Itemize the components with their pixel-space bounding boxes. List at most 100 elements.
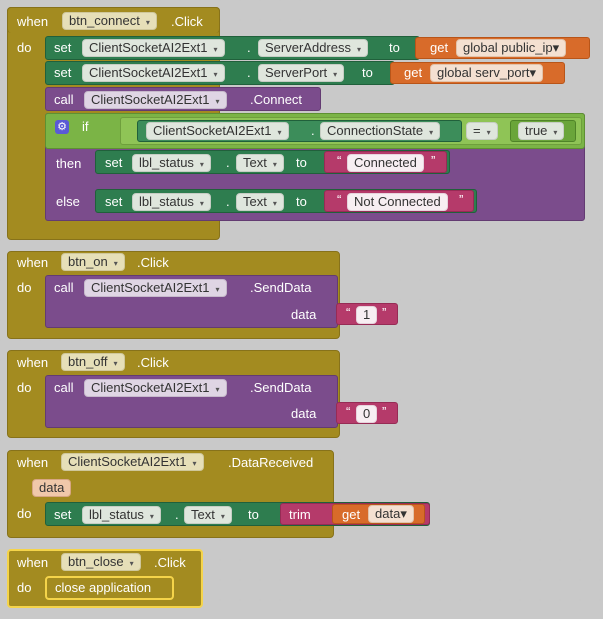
when-keyword: when bbox=[17, 14, 49, 29]
set-keyword: set bbox=[54, 65, 72, 80]
component-dropdown[interactable]: btn_on▾ bbox=[61, 253, 125, 271]
socket-dropdown[interactable]: ClientSocketAI2Ext1▾ bbox=[146, 122, 289, 140]
quote-close: ” bbox=[382, 404, 387, 419]
set-keyword: set bbox=[54, 507, 72, 522]
dot-separator: . bbox=[226, 155, 230, 170]
text-value[interactable]: 0 bbox=[356, 405, 378, 423]
component-dropdown[interactable]: btn_connect▾ bbox=[62, 12, 157, 30]
property-dropdown[interactable]: ConnectionState▾ bbox=[320, 122, 441, 140]
to-keyword: to bbox=[296, 194, 307, 209]
chevron-down-icon: ▾ bbox=[199, 160, 204, 169]
data-arg-label: data bbox=[291, 406, 317, 421]
chevron-down-icon: ▾ bbox=[215, 285, 220, 294]
dot-separator: . bbox=[175, 507, 179, 522]
quote-close: ” bbox=[459, 192, 464, 207]
dot-separator: . bbox=[226, 194, 230, 209]
socket-dropdown[interactable]: ClientSocketAI2Ext1▾ bbox=[82, 39, 225, 57]
chevron-down-icon: ▾ bbox=[215, 385, 220, 394]
label-dropdown[interactable]: lbl_status▾ bbox=[82, 506, 161, 524]
chevron-down-icon: ▾ bbox=[529, 65, 537, 80]
event-name: .Click bbox=[137, 255, 169, 270]
event-name: .DataReceived bbox=[228, 455, 314, 470]
data-arg-label: data bbox=[291, 307, 317, 322]
component-dropdown[interactable]: btn_close▾ bbox=[61, 553, 141, 571]
if-keyword: if bbox=[82, 119, 89, 134]
dot-separator: . bbox=[247, 65, 251, 80]
chevron-down-icon: ▾ bbox=[333, 70, 338, 79]
text-value[interactable]: 1 bbox=[356, 306, 378, 324]
component-dropdown[interactable]: btn_off▾ bbox=[61, 353, 125, 371]
to-keyword: to bbox=[296, 155, 307, 170]
else-keyword: else bbox=[56, 194, 80, 209]
to-keyword: to bbox=[248, 507, 259, 522]
chevron-down-icon: ▾ bbox=[213, 45, 218, 54]
chevron-down-icon: ▾ bbox=[215, 97, 220, 106]
label-dropdown[interactable]: lbl_status▾ bbox=[132, 154, 211, 172]
get-keyword: get bbox=[430, 40, 449, 55]
set-keyword: set bbox=[105, 155, 123, 170]
chevron-down-icon: ▾ bbox=[552, 40, 560, 55]
socket-dropdown[interactable]: ClientSocketAI2Ext1▾ bbox=[84, 379, 227, 397]
text-value[interactable]: Connected bbox=[347, 154, 424, 172]
chevron-down-icon: ▾ bbox=[213, 70, 218, 79]
quote-open: “ bbox=[337, 153, 342, 168]
socket-dropdown[interactable]: ClientSocketAI2Ext1▾ bbox=[84, 91, 227, 109]
dot-separator: . bbox=[247, 40, 251, 55]
quote-close: ” bbox=[382, 305, 387, 320]
get-keyword: get bbox=[404, 65, 423, 80]
close-application-block[interactable] bbox=[45, 576, 174, 600]
quote-open: “ bbox=[346, 404, 351, 419]
text-value[interactable]: Not Connected bbox=[347, 193, 448, 211]
when-keyword: when bbox=[17, 455, 49, 470]
variable-dropdown[interactable]: global public_ip▾ bbox=[456, 39, 567, 57]
event-name: .Click bbox=[171, 14, 203, 29]
gear-icon[interactable]: ⚙ bbox=[55, 120, 69, 134]
quote-open: “ bbox=[346, 305, 351, 320]
when-keyword: when bbox=[17, 555, 49, 570]
do-keyword: do bbox=[17, 40, 32, 55]
when-keyword: when bbox=[17, 355, 49, 370]
socket-dropdown[interactable]: ClientSocketAI2Ext1▾ bbox=[84, 279, 227, 297]
boolean-dropdown[interactable]: true▾ bbox=[518, 122, 565, 140]
param-data[interactable]: data bbox=[32, 479, 72, 497]
chevron-down-icon: ▾ bbox=[129, 559, 134, 568]
call-keyword: call bbox=[54, 380, 74, 395]
close-application-label: close application bbox=[55, 580, 152, 595]
property-dropdown[interactable]: Text▾ bbox=[236, 193, 284, 211]
then-keyword: then bbox=[56, 156, 82, 171]
do-keyword: do bbox=[17, 580, 32, 595]
chevron-down-icon: ▾ bbox=[272, 199, 277, 208]
trim-keyword: trim bbox=[289, 507, 311, 522]
chevron-down-icon: ▾ bbox=[149, 512, 154, 521]
socket-dropdown[interactable]: ClientSocketAI2Ext1▾ bbox=[82, 64, 225, 82]
chevron-down-icon: ▾ bbox=[192, 459, 197, 468]
variable-dropdown[interactable]: global serv_port▾ bbox=[430, 64, 544, 82]
chevron-down-icon: ▾ bbox=[356, 45, 361, 54]
chevron-down-icon: ▾ bbox=[486, 128, 491, 137]
event-name: .Click bbox=[154, 555, 186, 570]
method-name: .SendData bbox=[250, 380, 312, 395]
do-keyword: do bbox=[17, 380, 32, 395]
method-name: .SendData bbox=[250, 280, 312, 295]
quote-close: ” bbox=[431, 153, 436, 168]
when-keyword: when bbox=[17, 255, 49, 270]
set-keyword: set bbox=[105, 194, 123, 209]
do-keyword: do bbox=[17, 280, 32, 295]
quote-open: “ bbox=[337, 192, 342, 207]
event-name: .Click bbox=[137, 355, 169, 370]
chevron-down-icon: ▾ bbox=[400, 506, 407, 521]
to-keyword: to bbox=[389, 40, 400, 55]
label-dropdown[interactable]: lbl_status▾ bbox=[132, 193, 211, 211]
property-dropdown[interactable]: ServerAddress▾ bbox=[258, 39, 368, 57]
dot-separator: . bbox=[311, 123, 315, 138]
property-dropdown[interactable]: ServerPort▾ bbox=[258, 64, 345, 82]
operator-dropdown[interactable]: =▾ bbox=[466, 122, 498, 140]
variable-dropdown[interactable]: data▾ bbox=[368, 505, 414, 523]
component-dropdown[interactable]: ClientSocketAI2Ext1▾ bbox=[61, 453, 204, 471]
do-keyword: do bbox=[17, 506, 32, 521]
property-dropdown[interactable]: Text▾ bbox=[184, 506, 232, 524]
property-dropdown[interactable]: Text▾ bbox=[236, 154, 284, 172]
chevron-down-icon: ▾ bbox=[553, 128, 558, 137]
chevron-down-icon: ▾ bbox=[199, 199, 204, 208]
call-keyword: call bbox=[54, 280, 74, 295]
